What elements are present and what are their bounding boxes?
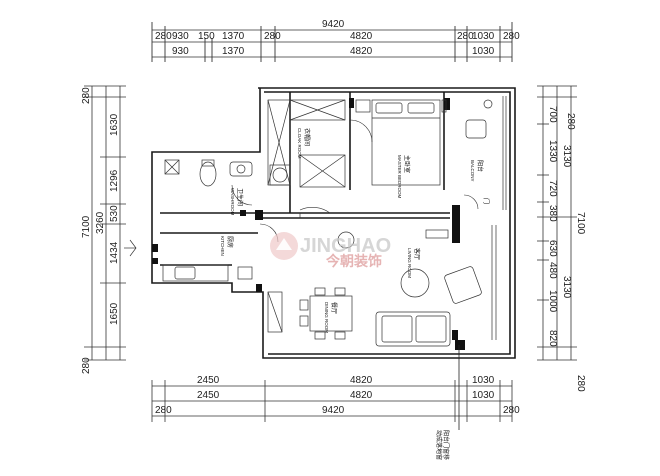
dim-bottom-r1-0: 2450 [197, 375, 220, 386]
dim-top-r2-1: 1370 [222, 46, 245, 57]
dim-right-inner-3: 380 [547, 205, 558, 222]
dim-right-inner-2: 720 [547, 180, 558, 197]
dim-left-inner-1: 1296 [109, 169, 120, 192]
dim-bottom-r1-1: 4820 [350, 375, 373, 386]
dim-bottom-r1-2: 1030 [472, 375, 495, 386]
dim-bottom-r3-0: 280 [155, 405, 172, 416]
room-dining-cn: 餐厅 [330, 302, 338, 314]
dim-top-r1-7: 1030 [472, 31, 495, 42]
dim-right-inner-7: 820 [547, 330, 558, 347]
dim-top-r2-0: 930 [172, 46, 189, 57]
dim-bottom-r2-1: 4820 [350, 390, 373, 401]
dim-top-r1-5: 4820 [350, 31, 373, 42]
dim-right-inner-5: 480 [547, 262, 558, 279]
room-balcony-en: BALCONY [470, 160, 475, 182]
dim-right-outer-0: 280 [565, 113, 576, 130]
dim-right-mid-1: 3130 [561, 276, 572, 299]
dim-right-inner-4: 630 [547, 240, 558, 257]
room-cloak-cn: 衣帽间 [303, 128, 311, 146]
room-kitchen-cn: 厨房 [226, 236, 234, 248]
dim-left-outer-1: 7100 [81, 215, 92, 238]
door-label: 门 [482, 198, 490, 204]
dim-left-inner-2: 530 [109, 205, 120, 222]
room-master-en: MASTER BEDROOM [397, 155, 402, 199]
watermark-chinese: 今朝装饰 [325, 253, 382, 270]
room-kitchen-en: KITCHEN [220, 236, 225, 256]
watermark-latin: JINGHAO [300, 235, 391, 257]
dim-right-outer-2: 280 [575, 375, 586, 392]
dim-top-r2-2: 4820 [350, 46, 373, 57]
dim-top-r1-1: 930 [172, 31, 189, 42]
door-swings [231, 119, 479, 243]
room-cloak-en: CLOAK ROOM [297, 128, 302, 159]
room-bath-en: WASHROOM [230, 188, 235, 216]
dim-bottom-r3-2: 280 [503, 405, 520, 416]
side-note-1: 阳台门窗移 [442, 430, 450, 460]
dim-left-mid-0: 3260 [95, 211, 106, 234]
dim-bottom-r2-2: 1030 [472, 390, 495, 401]
dim-left-outer-2: 280 [81, 357, 92, 374]
dim-left-inner-4: 1650 [109, 302, 120, 325]
dim-top-r1-2: 150 [198, 31, 215, 42]
dim-top-r1-3: 1370 [222, 31, 245, 42]
dim-left-outer-0: 280 [81, 87, 92, 104]
dim-top-r1-4: 280 [264, 31, 281, 42]
dim-left-inner-3: 1434 [109, 241, 120, 264]
dim-top-overall: 9420 [322, 19, 345, 30]
room-living-en: LIVING ROOM [407, 248, 412, 278]
wall-columns [152, 98, 465, 350]
dim-left-inner-0: 1630 [109, 113, 120, 136]
dim-bottom-r3-1: 9420 [322, 405, 345, 416]
dim-right-mid-0: 3130 [561, 145, 572, 168]
room-living-cn: 客厅 [413, 248, 421, 260]
dim-top-r1-0: 280 [155, 31, 172, 42]
dim-top-r1-8: 280 [503, 31, 520, 42]
dim-right-inner-1: 1330 [547, 140, 558, 163]
side-note-2: 动成落地窗 [435, 430, 443, 460]
room-dining-en: DINING ROOM [324, 302, 329, 333]
dim-top-r1-6: 280 [457, 31, 474, 42]
compass-icon [124, 239, 137, 257]
dim-right-outer-1: 7100 [575, 212, 586, 235]
room-bath-cn: 卫生间 [236, 188, 244, 206]
dim-bottom-r2-0: 2450 [197, 390, 220, 401]
dim-right-inner-0: 700 [547, 106, 558, 123]
dim-right-inner-6: 1000 [547, 290, 558, 313]
room-master-cn: 主卧室 [403, 155, 411, 173]
watermark [270, 232, 298, 260]
room-balcony-cn: 阳台 [476, 160, 484, 172]
dim-top-r2-3: 1030 [472, 46, 495, 57]
furniture [162, 96, 507, 347]
